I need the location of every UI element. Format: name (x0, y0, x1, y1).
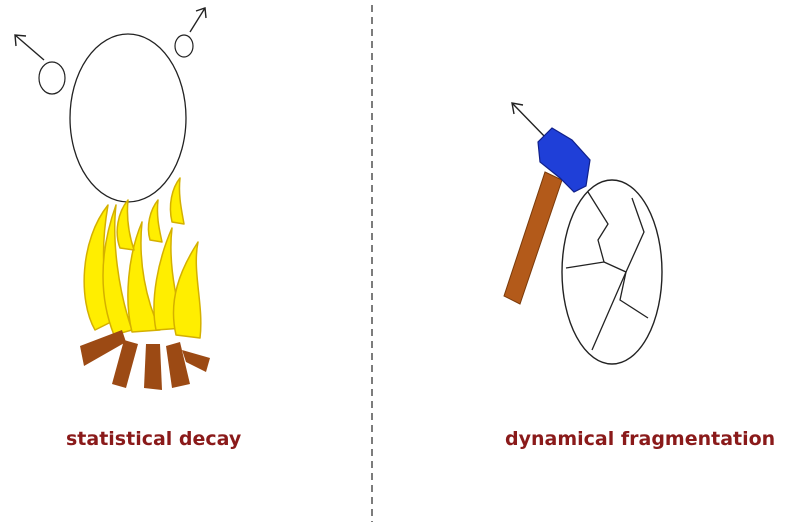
hot-nucleus (70, 34, 186, 202)
emitted-fragment-right (175, 35, 193, 57)
cracked-nucleus (562, 180, 662, 364)
hammer-handle (504, 172, 562, 304)
emission-arrow-left (15, 35, 44, 60)
emission-arrow-right (190, 8, 206, 32)
caption-statistical-decay: statistical decay (66, 428, 241, 450)
left-panel (15, 8, 210, 390)
fire-icon (84, 178, 201, 338)
firewood (80, 330, 210, 390)
emitted-fragment-left (39, 62, 65, 94)
caption-dynamical-fragmentation: dynamical fragmentation (505, 428, 775, 450)
right-panel (504, 103, 662, 364)
impact-arrow (512, 103, 548, 140)
